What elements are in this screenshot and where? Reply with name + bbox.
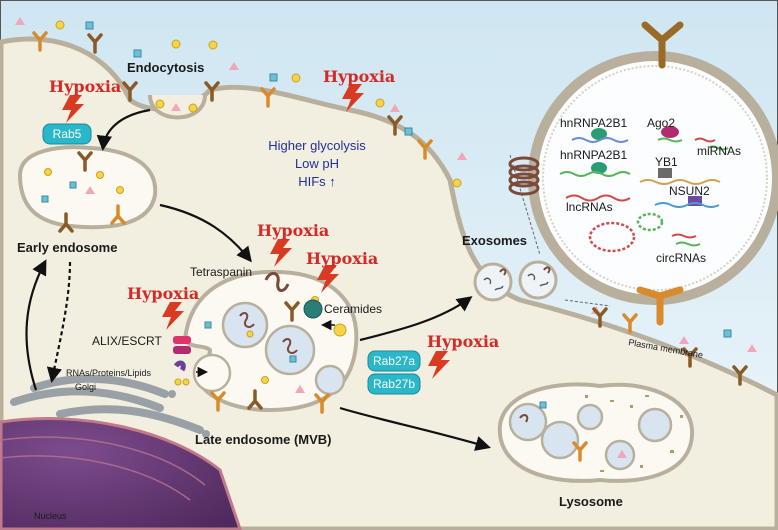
hypoxia-label-6: Hypoxia <box>427 332 499 351</box>
hypoxia-label-2: Hypoxia <box>323 67 395 86</box>
hypoxia-label-5: Hypoxia <box>127 284 199 303</box>
golgi-label: Golgi <box>75 382 96 392</box>
hypoxia-label-4: Hypoxia <box>306 249 378 268</box>
ceramides-label: Ceramides <box>324 302 382 316</box>
rab5-label: Rab5 <box>53 127 82 141</box>
hnrnpa2b1-mid-label: hnRNPA2B1 <box>560 148 627 162</box>
golgi: Golgi <box>10 374 210 438</box>
rab5-badge <box>42 123 92 145</box>
early-endosome-label: Early endosome <box>17 240 117 255</box>
early-endosome <box>17 145 158 233</box>
exosomes-label: Exosomes <box>462 233 527 248</box>
mvb-to-lysosome-arrow <box>339 406 491 451</box>
ago2-label: Ago2 <box>647 116 675 130</box>
early-to-late-arrow <box>159 203 252 263</box>
endocytosis-arrow <box>96 108 151 152</box>
ceramides-shape <box>303 299 323 319</box>
mvb-to-exosome-arrow <box>359 296 473 342</box>
endocytosis-label: Endocytosis <box>127 60 204 75</box>
microenv-glycolysis: Higher glycolysis <box>268 138 366 153</box>
mirnas-label: miRNAs <box>697 144 741 158</box>
golgi-to-early-arrow <box>25 259 47 391</box>
lysosome <box>497 382 695 483</box>
alix-escrt-shape <box>173 336 191 344</box>
microenv-hifs: HIFs ↑ <box>298 174 336 189</box>
late-endosome-label: Late endosome (MVB) <box>195 432 332 447</box>
rab27b-badge <box>367 373 421 395</box>
cargo-label: RNAs/Proteins/Lipids <box>66 368 152 378</box>
late-endosome-mvb <box>182 269 359 414</box>
nucleus <box>0 417 242 530</box>
circrnas-label: circRNAs <box>656 251 706 265</box>
alix-escrt-label: ALIX/ESCRT <box>92 334 162 348</box>
hypoxia-label-3: Hypoxia <box>257 221 329 240</box>
rab27a-label: Rab27a <box>373 354 415 368</box>
microenv-ph: Low pH <box>295 156 339 171</box>
early-to-golgi-arrow <box>46 261 72 384</box>
hnrnpa2b1-top-label: hnRNPA2B1 <box>560 116 627 130</box>
rab27b-label: Rab27b <box>373 377 415 391</box>
tetraspanin-shape <box>264 272 290 292</box>
lysosome-label: Lysosome <box>559 494 623 509</box>
hypoxia-label-1: Hypoxia <box>49 77 121 96</box>
nsun2-label: NSUN2 <box>669 184 710 198</box>
exosome-enlarged <box>508 21 778 326</box>
lncrnas-label: lncRNAs <box>566 200 613 214</box>
nucleus-label: Nucleus <box>34 511 67 521</box>
tetraspanin-label: Tetraspanin <box>190 265 252 279</box>
small-exosomes <box>473 260 558 302</box>
hypoxia-markers: Hypoxia Hypoxia Hypoxia Hypoxia Hypoxia … <box>49 67 499 379</box>
yb1-label: YB1 <box>655 155 678 169</box>
rab27a-badge <box>367 350 421 372</box>
